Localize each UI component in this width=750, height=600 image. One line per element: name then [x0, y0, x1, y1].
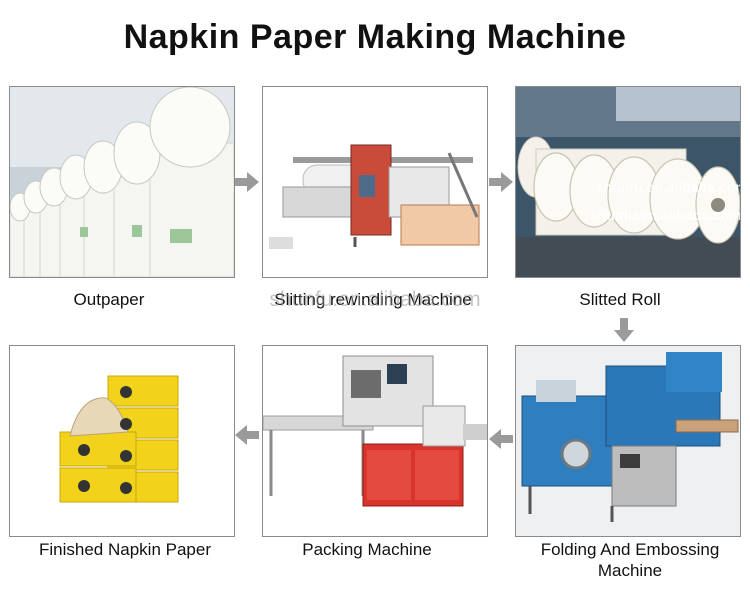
- arrow-left-icon: [489, 429, 513, 449]
- site-watermark: shunfu.en.alibaba.com: [250, 288, 500, 312]
- step-caption-folding-embossing: Folding And Embossing Machine: [535, 539, 725, 581]
- packing-machine-image: [262, 345, 488, 537]
- step-caption-outpaper: Outpaper: [9, 289, 209, 310]
- step-caption-slitted-roll: Slitted Roll: [530, 289, 710, 310]
- arrow-right-icon: [489, 172, 513, 192]
- panel-watermark: shunfu.en.alibaba.com: [590, 207, 741, 223]
- arrow-down-icon: [614, 318, 634, 342]
- step-caption-finished-napkin: Finished Napkin Paper: [20, 539, 230, 560]
- arrow-right-icon: [235, 172, 259, 192]
- slitted-roll-image: shunfu.en.alibaba.com shunfu.en.alibaba.…: [515, 86, 741, 278]
- slitting-machine-image: [262, 86, 488, 278]
- step-caption-packing-machine: Packing Machine: [262, 539, 472, 560]
- panel-watermark: shunfu.en.alibaba.com: [596, 179, 741, 195]
- diagram-title: Napkin Paper Making Machine: [0, 18, 750, 57]
- folding-embossing-machine-image: [515, 345, 741, 537]
- outpaper-image: [9, 86, 235, 278]
- finished-napkin-image: [9, 345, 235, 537]
- arrow-left-icon: [235, 425, 259, 445]
